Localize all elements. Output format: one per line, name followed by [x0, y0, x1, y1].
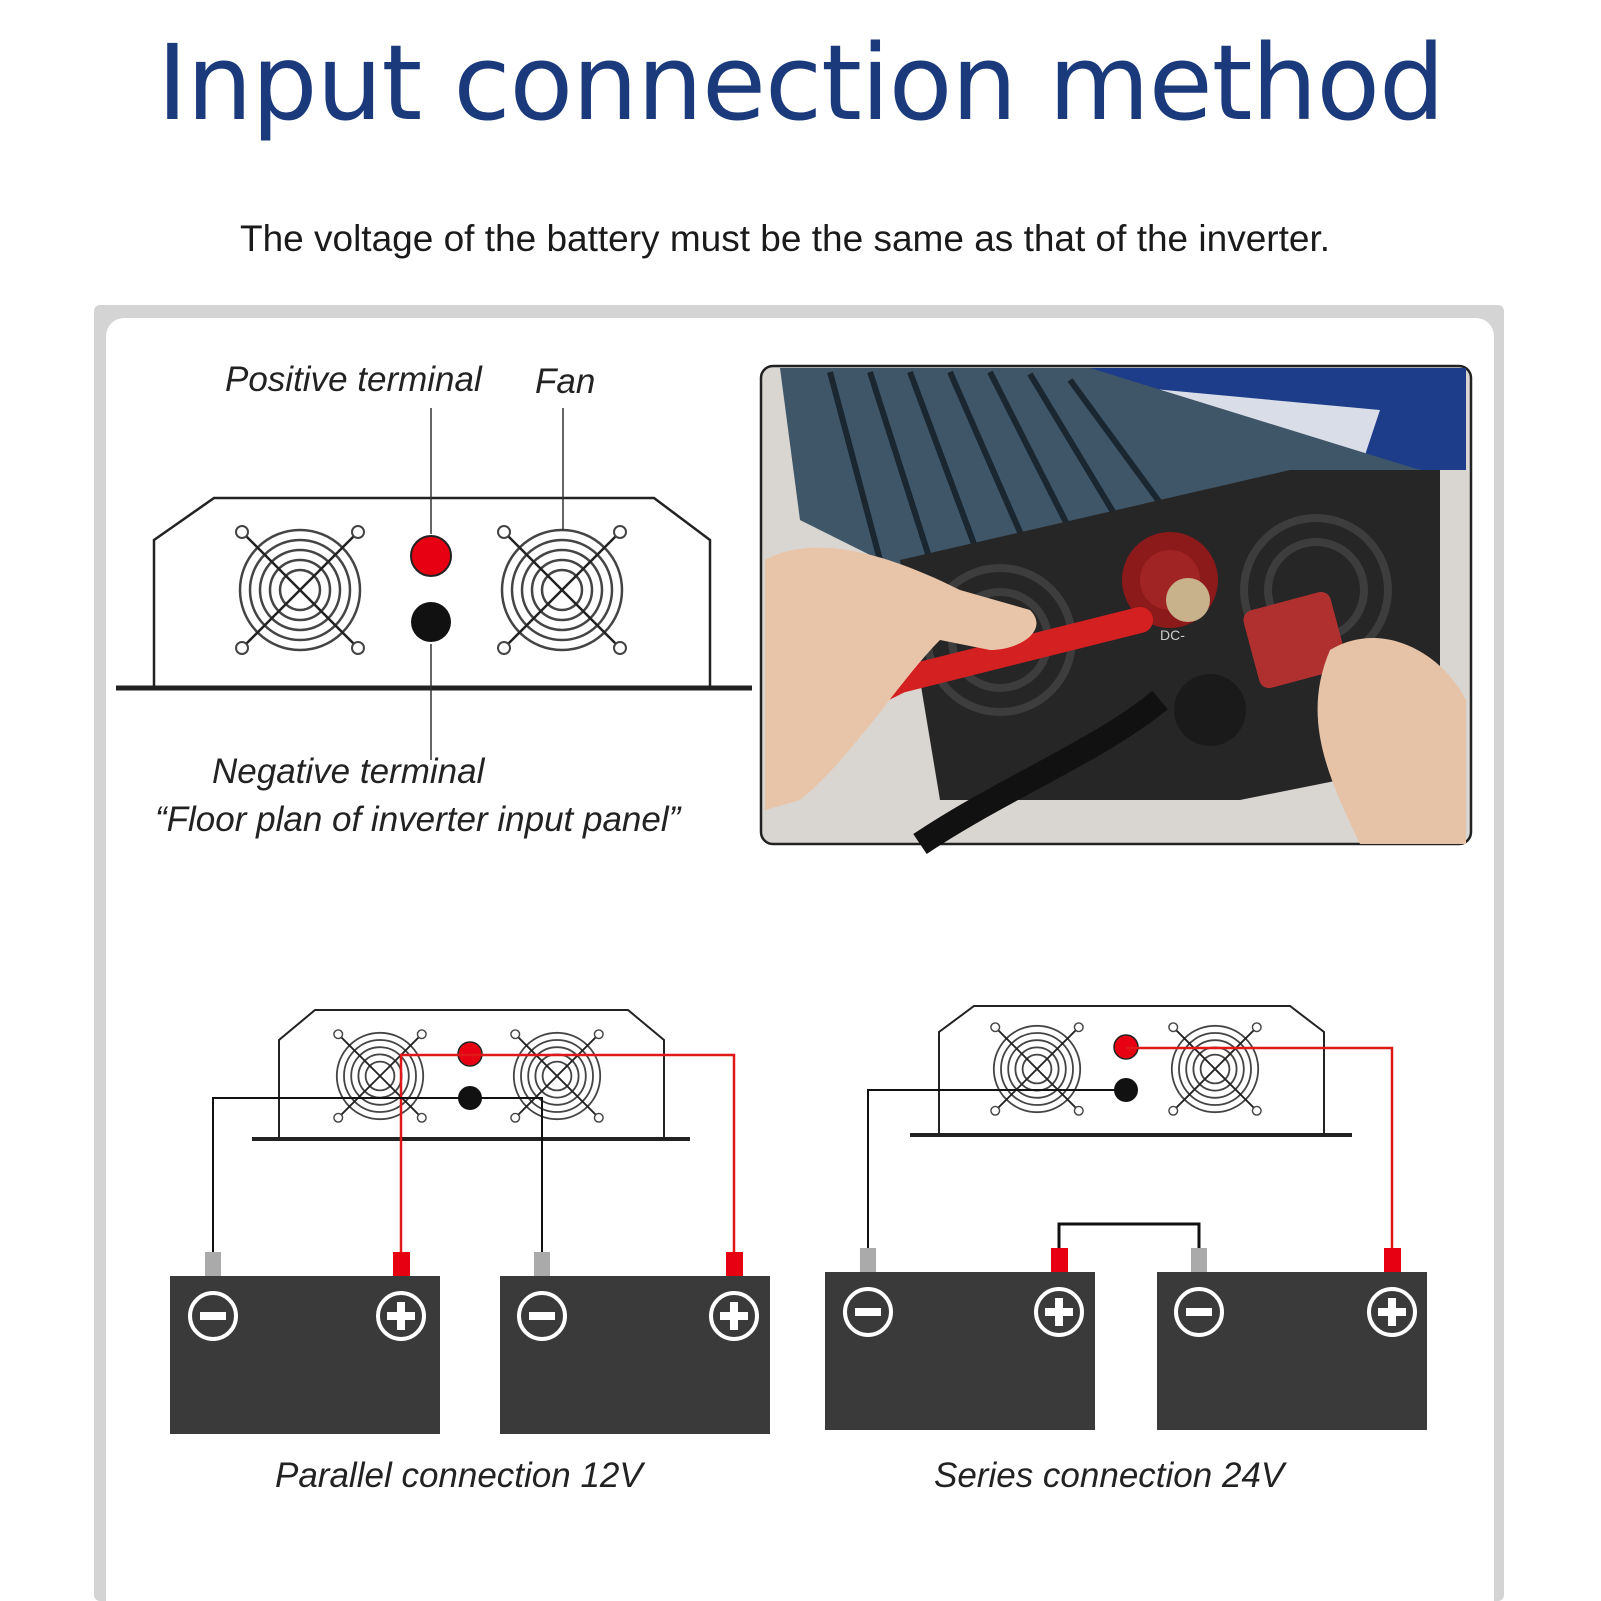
page-subtitle: The voltage of the battery must be the s…: [239, 218, 1331, 259]
parallel-diagram: [170, 1009, 770, 1434]
series-fan-left-icon: [990, 1022, 1084, 1116]
positive-terminal-icon: [410, 535, 452, 577]
series-fan-right-icon: [1168, 1022, 1262, 1116]
series-battery-1: [825, 1248, 1095, 1430]
fan-label: Fan: [535, 362, 596, 401]
parallel-black-wire-b: [470, 1097, 543, 1252]
floor-plan-caption: “Floor plan of inverter input panel”: [155, 800, 681, 839]
inverter-floor-plan: [116, 408, 752, 760]
inverter-photo: DC-: [759, 364, 1473, 854]
page-title: Input connection method: [156, 22, 1445, 144]
negative-terminal-icon: [411, 602, 451, 642]
parallel-battery-2: [500, 1252, 770, 1434]
parallel-fan-right-icon: [510, 1029, 604, 1123]
series-red-wire: [1126, 1046, 1394, 1248]
parallel-red-wire-a: [399, 1053, 470, 1252]
parallel-inverter-outline: [278, 1009, 665, 1139]
positive-terminal-label: Positive terminal: [225, 360, 482, 399]
dc-minus-label: DC-: [1160, 627, 1185, 643]
parallel-fan-left-icon: [333, 1029, 427, 1123]
series-link-wire: [1057, 1222, 1201, 1248]
parallel-battery-1: [170, 1252, 440, 1434]
inverter-outline: [152, 496, 712, 688]
series-battery-2: [1157, 1248, 1427, 1430]
series-diagram: [825, 1005, 1427, 1430]
fan-left-icon: [234, 524, 366, 656]
negative-terminal-label: Negative terminal: [212, 752, 485, 791]
parallel-red-wire-main: [470, 1053, 736, 1252]
series-caption: Series connection 24V: [934, 1456, 1285, 1495]
series-black-wire: [867, 1089, 1126, 1248]
fan-right-icon: [496, 524, 628, 656]
parallel-caption: Parallel connection 12V: [275, 1456, 643, 1495]
parallel-black-wire-main: [212, 1097, 470, 1252]
